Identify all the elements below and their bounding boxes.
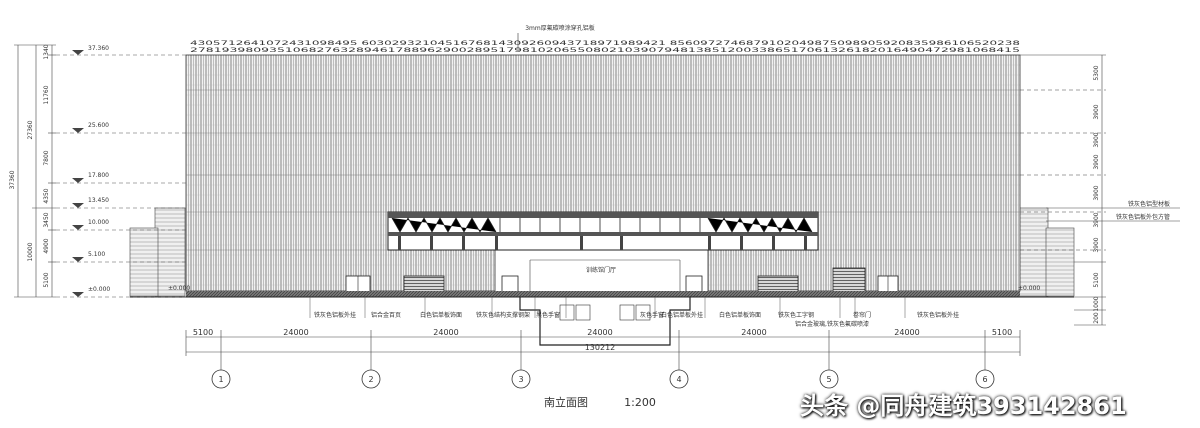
right-dim-4: 3900: [1093, 154, 1100, 169]
dim-37360: 37360: [9, 170, 16, 189]
right-dim-2: 3900: [1093, 104, 1100, 119]
bottom-label-2: 铝合金百页: [371, 311, 401, 319]
elev-13450: 13.450: [88, 197, 109, 204]
elev-0: ±0.000: [88, 286, 110, 293]
elev-37360: 37.360: [88, 45, 109, 52]
elevation-triangles: [72, 50, 84, 297]
bottom-dim-3: 24000: [433, 328, 458, 337]
bottom-label-10: 铝合金玻璃,铁灰色氟碳喷漆: [795, 320, 869, 328]
bottom-dim-7: 5100: [992, 328, 1012, 337]
axis-2: 2: [368, 375, 373, 384]
right-low-wall: [1045, 227, 1075, 297]
ground-mark-left: ±0.000: [168, 285, 190, 292]
sunken-entrance: [519, 297, 691, 346]
drawing-scale: 1:200: [624, 396, 656, 409]
bottom-dim-6: 24000: [894, 328, 919, 337]
top-number-strip-2: 2781939809351068276328946178896290028951…: [190, 47, 1020, 54]
bottom-label-12: 铁灰色铝板外挂: [917, 311, 959, 319]
right-dim-8: 5100: [1093, 272, 1100, 287]
bottom-label-1: 铁灰色铝板外挂: [314, 311, 356, 319]
bottom-label-8: 白色铝单板饰面: [719, 311, 761, 319]
ground-mark-right: ±0.000: [1018, 285, 1040, 292]
right-dim-7: 3900: [1093, 237, 1100, 252]
bottom-label-3: 白色铝单板饰面: [420, 311, 462, 319]
right-note-leaders: [1046, 207, 1180, 222]
bottom-label-5: 黑色手窗: [536, 311, 560, 319]
dim-4900: 4900: [43, 238, 50, 253]
left-elevation-marks: [56, 54, 186, 298]
right-dim-3: 3900: [1093, 132, 1100, 147]
right-dim-1: 5300: [1093, 65, 1100, 80]
canopy-top-beam: [388, 212, 818, 218]
bottom-dim-4: 24000: [587, 328, 612, 337]
axis-1: 1: [218, 375, 223, 384]
elev-5100: 5.100: [88, 251, 105, 258]
elev-17800: 17.800: [88, 172, 109, 179]
axis-4: 4: [676, 375, 681, 384]
right-side-wall: [1017, 207, 1049, 297]
bottom-label-9: 铁灰色工字钢: [778, 311, 814, 319]
bottom-label-4: 铁灰色结构支撑钢架: [476, 311, 530, 319]
right-dim-6: 3900: [1093, 212, 1100, 227]
right-note-1: 铁灰色铝型材板: [1128, 200, 1170, 208]
dim-1340: 1340: [43, 44, 50, 59]
top-number-strip-1: 4305712641072431098495 60302932104516768…: [190, 40, 1020, 47]
bottom-label-6: 灰色手窗: [640, 311, 664, 319]
canopy-posts: [398, 236, 807, 250]
bottom-label-7: 白色铝单板外挂: [661, 311, 703, 319]
canopy-bottom-beam: [388, 232, 818, 236]
center-label: 训练馆门厅: [586, 266, 616, 274]
right-dim-chain: [1020, 54, 1106, 326]
axis-5: 5: [826, 375, 831, 384]
elev-25600: 25.600: [88, 122, 109, 129]
elev-10000: 10.000: [88, 219, 109, 226]
watermark: 头条 @同舟建筑393142861: [800, 392, 1127, 420]
dim-27360: 27360: [27, 120, 34, 139]
bottom-dim-5: 24000: [741, 328, 766, 337]
dim-11760: 11760: [43, 85, 50, 104]
ground-line: [186, 291, 1020, 297]
drawing-title: 南立面图: [544, 395, 588, 409]
axis-3: 3: [518, 375, 523, 384]
dim-10000: 10000: [27, 242, 34, 261]
right-dim-9: 1000: [1093, 296, 1100, 311]
canopy-truss: [387, 211, 819, 251]
callout-leaders: [309, 297, 906, 318]
dim-7800: 7800: [43, 150, 50, 165]
bottom-dim-1: 5100: [193, 328, 213, 337]
total-dim: 130212: [585, 343, 616, 352]
axis-6: 6: [982, 375, 987, 384]
left-dim-chains: [14, 44, 56, 298]
right-dim-5: 3900: [1093, 185, 1100, 200]
bottom-dim-2: 24000: [283, 328, 308, 337]
bottom-label-11: 卷帘门: [853, 311, 871, 319]
axis-bubbles: [211, 369, 995, 389]
dim-3450: 3450: [43, 212, 50, 227]
right-note-2: 铁灰色铝板外包方管: [1116, 213, 1170, 221]
dim-4350: 4350: [43, 188, 50, 203]
left-side-wall: [154, 207, 186, 297]
canopy-bracing: [391, 217, 813, 233]
top-note: 3mm厚氟碳喷涂穿孔铝板: [525, 24, 595, 32]
dim-5100: 5100: [43, 272, 50, 287]
right-dim-10: 200: [1093, 312, 1100, 324]
bottom-dim-chain: [185, 330, 1021, 370]
